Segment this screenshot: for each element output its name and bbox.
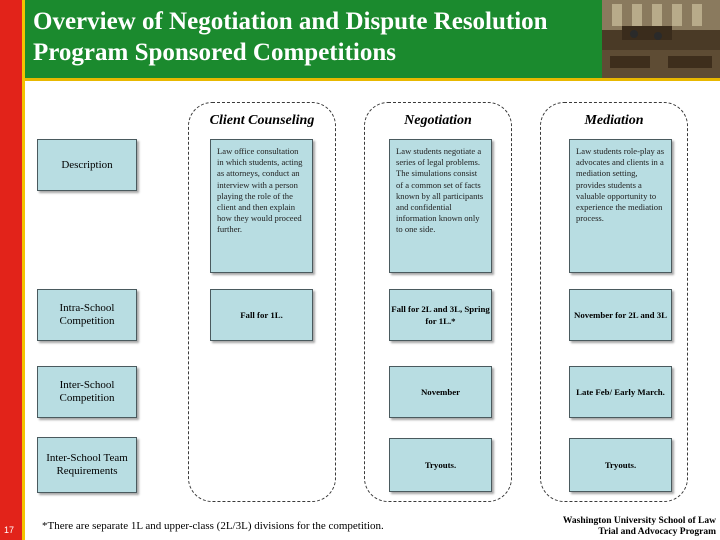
column-outline-client-counseling [188,102,336,502]
column-heading-mediation: Mediation [584,113,644,128]
footer-institution: Washington University School of Law Tria… [563,516,716,538]
inter-school-negotiation: November [389,366,492,418]
footer-line-2: Trial and Advocacy Program [598,527,716,537]
column-outline-mediation [540,102,688,502]
slide-number: 17 [4,525,15,535]
row-label-description: Description [37,139,137,191]
row-label-intra-school: Intra-School Competition [37,289,137,341]
column-outline-negotiation [364,102,512,502]
intra-school-client-counseling: Fall for 1L. [210,289,313,341]
intra-school-mediation: November for 2L and 3L [569,289,672,341]
slide-title: Overview of Negotiation and Dispute Reso… [33,8,548,66]
footnote: *There are separate 1L and upper-class (… [42,520,384,532]
left-yellow-bar [22,0,25,540]
description-negotiation: Law students negotiate a series of legal… [389,139,492,273]
description-mediation: Law students role-play as advocates and … [569,139,672,273]
intra-school-negotiation: Fall for 2L and 3L, Spring for 1L.* [389,289,492,341]
footer-line-1: Washington University School of Law [562,516,716,526]
title-banner [25,0,602,78]
team-requirements-mediation: Tryouts. [569,438,672,492]
inter-school-mediation: Late Feb/ Early March. [569,366,672,418]
row-label-inter-school: Inter-School Competition [37,366,137,418]
column-heading-negotiation: Negotiation [404,113,472,128]
team-requirements-negotiation: Tryouts. [389,438,492,492]
header-gold-rule [25,78,720,81]
row-label-team-requirements: Inter-School Team Requirements [37,437,137,493]
column-heading-client-counseling: Client Counseling [209,113,315,128]
courtroom-photo [602,0,720,78]
description-client-counseling: Law office consultation in which student… [210,139,313,273]
left-red-bar [0,0,22,540]
